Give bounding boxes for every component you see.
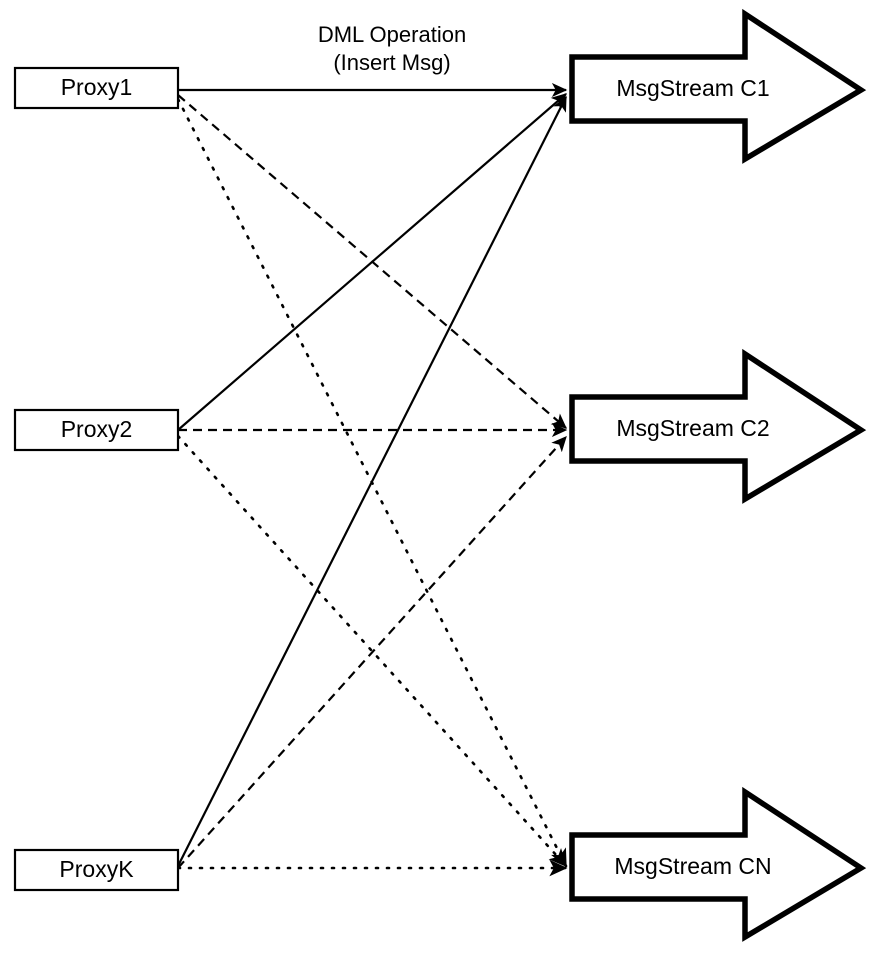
msgstream-c2-label: MsgStream C2	[616, 415, 769, 441]
edge-label-dml-operation: DML Operation (Insert Msg)	[318, 22, 466, 75]
msgstream-cn[interactable]: MsgStream CN	[569, 786, 867, 942]
msgstream-c1-label: MsgStream C1	[616, 75, 769, 101]
proxy-proxy1-box[interactable]	[13, 66, 180, 110]
proxy-node-proxy1[interactable]: Proxy1	[13, 66, 180, 110]
msgstream-c2-shape[interactable]	[569, 348, 867, 504]
msgstream-cn-shape[interactable]	[569, 786, 867, 942]
edge-label-line-1: DML Operation	[318, 22, 466, 47]
proxy-proxy2-label: Proxy2	[61, 416, 133, 442]
proxy-node-proxyk[interactable]: ProxyK	[13, 848, 180, 892]
streams-layer: MsgStream C1 MsgStream C2 MsgStream CN	[569, 8, 867, 942]
proxy-proxyk-label: ProxyK	[59, 856, 134, 882]
proxy-proxyk-box[interactable]	[13, 848, 180, 892]
edge-proxyk-c2	[177, 436, 567, 869]
edge-proxy2-c1	[177, 93, 567, 431]
msgstream-cn-label: MsgStream CN	[614, 853, 771, 879]
proxy-proxy1-label: Proxy1	[61, 74, 133, 100]
proxy-node-proxy2[interactable]: Proxy2	[13, 408, 180, 452]
edge-label-line-2: (Insert Msg)	[333, 50, 450, 75]
msgstream-c1-shape[interactable]	[569, 8, 867, 164]
edge-proxyk-c1	[177, 95, 567, 867]
msgstream-c2[interactable]: MsgStream C2	[569, 348, 867, 504]
proxy-proxy2-box[interactable]	[13, 408, 180, 452]
edges-layer	[176, 82, 568, 877]
msgstream-c1[interactable]: MsgStream C1	[569, 8, 867, 164]
